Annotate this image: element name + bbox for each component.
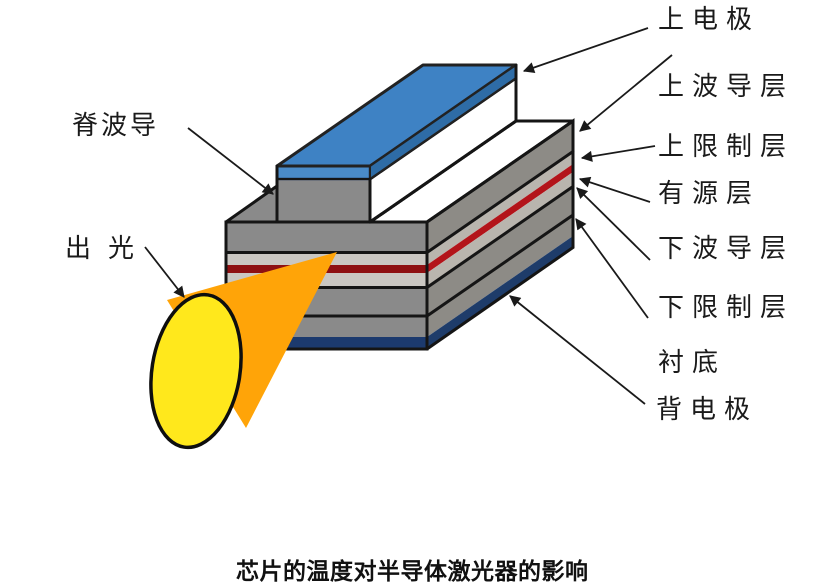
arrow-active-layer	[578, 176, 651, 203]
label-top-electrode: 上电极	[658, 5, 761, 34]
arrow-lower-waveguide	[576, 187, 651, 261]
upper-waveguide-side	[427, 121, 573, 252]
top-electrode-front-face	[275, 164, 372, 181]
arrow-upper-waveguide	[579, 54, 673, 132]
lower-confinement-side	[427, 186, 573, 316]
label-lower-waveguide: 下波导层	[658, 234, 795, 263]
arrow-light-output	[144, 246, 185, 298]
arrow-upper-confinement	[580, 145, 656, 162]
substrate-side	[427, 215, 573, 337]
lower-waveguide-side	[427, 172, 573, 287]
upper-waveguide-front	[226, 222, 427, 252]
label-upper-waveguide: 上波导层	[658, 72, 795, 101]
beam-ellipse	[149, 292, 243, 450]
back-electrode-side	[427, 236, 573, 348]
label-ridge-waveguide: 脊波导	[72, 111, 160, 140]
arrow-ridge-waveguide	[187, 127, 274, 195]
label-upper-confinement: 上限制层	[658, 132, 795, 161]
annotation-arrows	[144, 27, 673, 405]
label-light-output: 出光	[65, 234, 152, 263]
label-back-electrode: 背电极	[656, 395, 759, 424]
label-active-layer: 有源层	[658, 179, 761, 208]
upper-confinement-side	[427, 151, 573, 265]
chip-side-face	[427, 121, 573, 348]
arrow-back-electrode	[509, 295, 646, 405]
label-lower-confinement: 下限制层	[658, 293, 795, 322]
arrow-top-electrode	[522, 27, 649, 73]
arrow-lower-confinement	[575, 218, 649, 319]
figure-caption: 芯片的温度对半导体激光器的影响	[236, 559, 589, 585]
active-layer-side	[427, 164, 573, 273]
ridge-front-face	[277, 179, 370, 222]
label-substrate: 衬底	[658, 348, 727, 377]
